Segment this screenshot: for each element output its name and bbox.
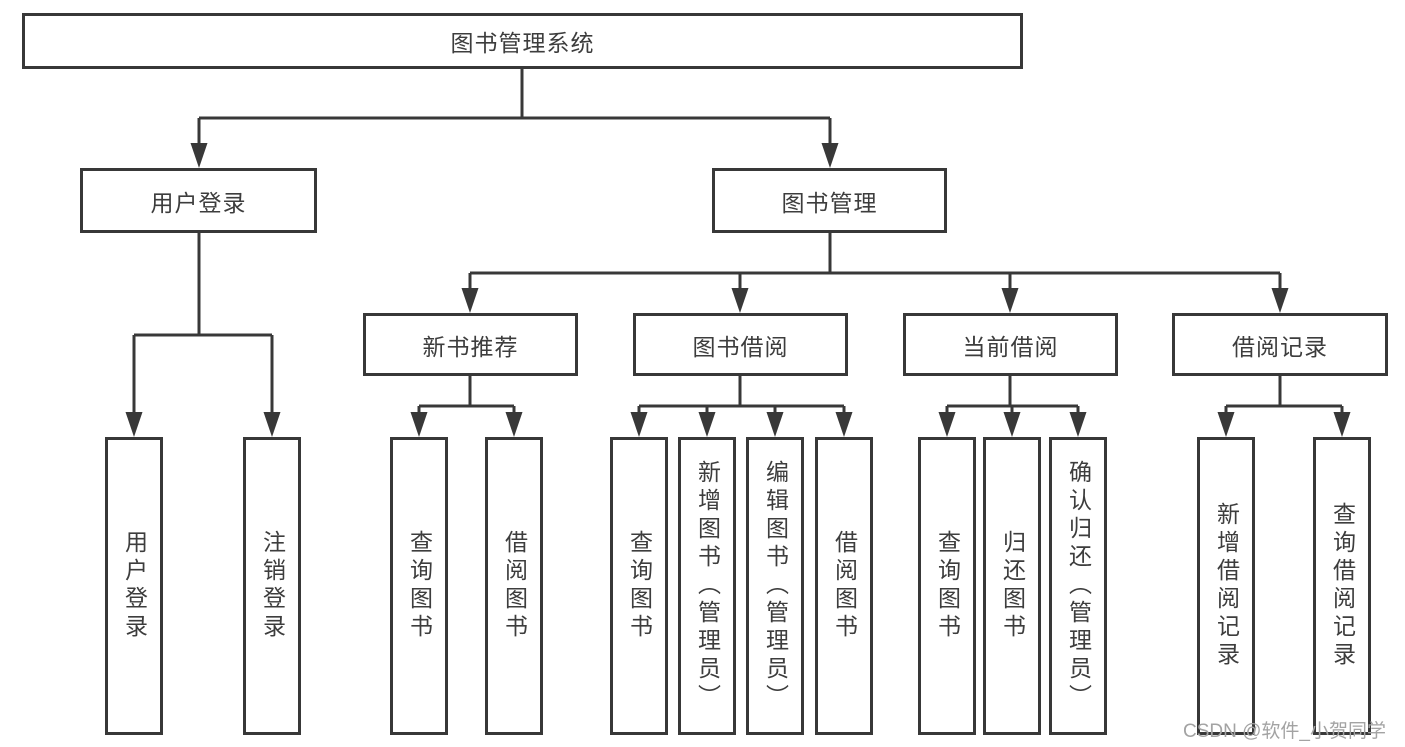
leaf-add-borrow-record: 新增借阅记录 bbox=[1197, 437, 1255, 735]
node-book-borrow-label: 图书借阅 bbox=[692, 333, 789, 360]
arrowhead bbox=[630, 412, 648, 437]
arrowhead bbox=[190, 143, 208, 168]
connector-book-mgmt bbox=[468, 233, 1282, 297]
leaf-edit-books-admin: 编辑图书（管理员） bbox=[746, 437, 804, 735]
connector-root-trunk bbox=[197, 69, 832, 152]
arrowhead bbox=[835, 412, 853, 437]
arrowhead bbox=[938, 412, 956, 437]
leaf-logout-label: 注销登录 bbox=[259, 530, 286, 642]
leaf-query-borrow-record-label: 查询借阅记录 bbox=[1329, 502, 1356, 670]
leaf-query-books-3: 查询图书 bbox=[918, 437, 976, 735]
leaf-edit-books-admin-label: 编辑图书（管理员） bbox=[762, 460, 789, 712]
node-new-books-label: 新书推荐 bbox=[422, 333, 519, 360]
arrowhead bbox=[1217, 412, 1235, 437]
node-borrow-records-label: 借阅记录 bbox=[1232, 333, 1328, 360]
connector-user-login bbox=[132, 233, 274, 421]
connector-new-books bbox=[417, 376, 516, 421]
arrowheads bbox=[125, 143, 1351, 437]
leaf-add-books-admin: 新增图书（管理员） bbox=[678, 437, 736, 735]
arrowhead bbox=[125, 412, 143, 437]
arrowhead bbox=[1001, 288, 1019, 313]
leaf-query-books-2: 查询图书 bbox=[610, 437, 668, 735]
arrowhead bbox=[461, 288, 479, 313]
node-book-mgmt: 图书管理 bbox=[712, 168, 947, 233]
leaf-return-books-label: 归还图书 bbox=[999, 530, 1026, 642]
node-current-borrow: 当前借阅 bbox=[903, 313, 1118, 376]
arrowhead bbox=[766, 412, 784, 437]
arrowhead bbox=[821, 143, 839, 168]
leaf-borrow-books-1-label: 借阅图书 bbox=[501, 530, 528, 642]
leaf-confirm-return-admin-label: 确认归还（管理员） bbox=[1065, 460, 1092, 712]
leaf-user-login: 用户登录 bbox=[105, 437, 163, 735]
node-root: 图书管理系统 bbox=[22, 13, 1023, 69]
arrowhead bbox=[1069, 412, 1087, 437]
arrowhead bbox=[505, 412, 523, 437]
node-borrow-records: 借阅记录 bbox=[1172, 313, 1388, 376]
node-root-label: 图书管理系统 bbox=[450, 30, 595, 56]
leaf-borrow-books-2: 借阅图书 bbox=[815, 437, 873, 735]
leaf-query-books-1-label: 查询图书 bbox=[406, 530, 433, 642]
arrowhead bbox=[1271, 288, 1289, 313]
leaf-user-login-label: 用户登录 bbox=[121, 530, 148, 642]
arrowhead bbox=[263, 412, 281, 437]
node-user-login-label: 用户登录 bbox=[150, 189, 247, 216]
leaf-logout: 注销登录 bbox=[243, 437, 301, 735]
arrowhead bbox=[410, 412, 428, 437]
leaf-add-borrow-record-label: 新增借阅记录 bbox=[1213, 502, 1240, 670]
node-book-borrow: 图书借阅 bbox=[633, 313, 848, 376]
leaf-query-borrow-record: 查询借阅记录 bbox=[1313, 437, 1371, 735]
node-book-mgmt-label: 图书管理 bbox=[781, 189, 878, 216]
leaf-return-books: 归还图书 bbox=[983, 437, 1041, 735]
node-new-books: 新书推荐 bbox=[363, 313, 578, 376]
arrowhead bbox=[731, 288, 749, 313]
leaf-borrow-books-2-label: 借阅图书 bbox=[831, 530, 858, 642]
connector-book-borrow bbox=[637, 376, 846, 421]
watermark-text: CSDN @软件_小贺同学 bbox=[1183, 721, 1386, 742]
arrowhead bbox=[1333, 412, 1351, 437]
connector-borrow-records bbox=[1224, 376, 1344, 421]
leaf-confirm-return-admin: 确认归还（管理员） bbox=[1049, 437, 1107, 735]
leaf-borrow-books-1: 借阅图书 bbox=[485, 437, 543, 735]
leaf-add-books-admin-label: 新增图书（管理员） bbox=[694, 460, 721, 712]
arrowhead bbox=[698, 412, 716, 437]
arrowhead bbox=[1003, 412, 1021, 437]
leaf-query-books-3-label: 查询图书 bbox=[934, 530, 961, 642]
leaf-query-books-1: 查询图书 bbox=[390, 437, 448, 735]
node-current-borrow-label: 当前借阅 bbox=[962, 333, 1059, 360]
leaf-query-books-2-label: 查询图书 bbox=[626, 530, 653, 642]
node-user-login: 用户登录 bbox=[80, 168, 317, 233]
